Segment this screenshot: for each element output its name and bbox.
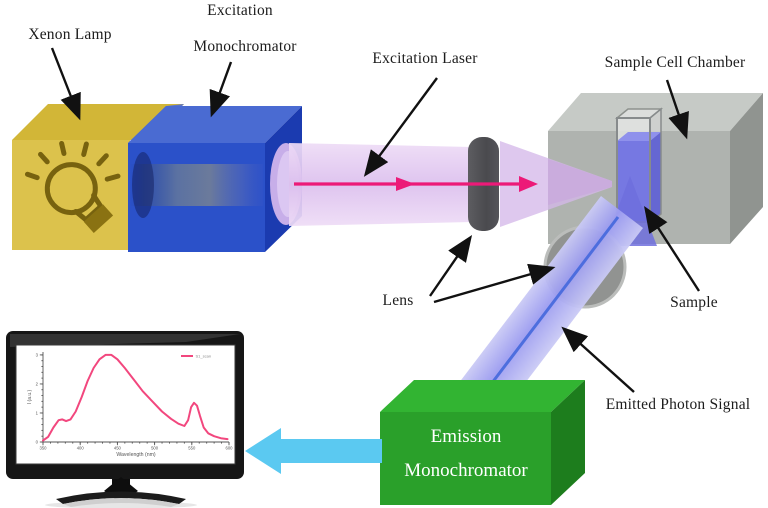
excitation-laser-label: Excitation Laser	[372, 50, 478, 67]
x-tick-label: 350	[40, 446, 48, 451]
x-tick-label: 400	[77, 446, 85, 451]
converging-beam-tip	[548, 159, 612, 205]
y-tick-label: 0	[36, 440, 39, 445]
chart-xlabel: Wavelength (nm)	[116, 452, 156, 458]
annotation-arrows	[50, 47, 701, 393]
lightbulb-icon	[24, 140, 121, 233]
excitation-laser-arrow	[363, 77, 438, 177]
xenon-lamp-box	[12, 104, 184, 250]
y-tick-label: 3	[36, 352, 39, 357]
signal-arrow	[245, 428, 382, 474]
excitation-label: Excitation	[207, 2, 273, 19]
sample-cell-chamber-arrow	[665, 79, 689, 140]
x-tick-label: 450	[114, 446, 122, 451]
y-tick-label: 2	[36, 381, 39, 386]
sample-arrow	[644, 205, 701, 292]
monitor-screen	[15, 344, 236, 465]
emission-monochromator-box	[380, 380, 585, 505]
sample-label: Sample	[670, 294, 718, 311]
lens-arrow-2	[433, 263, 556, 304]
laser-arrow	[294, 176, 538, 192]
excitation-monochromator-box	[128, 104, 302, 252]
legend-label: S1_scan	[196, 354, 212, 359]
lens-arrow-1	[429, 235, 473, 297]
emission-label-line1: Emission	[430, 426, 502, 447]
excitation-monochromator-label: Monochromator	[193, 38, 297, 55]
sample-cell-chamber-label: Sample Cell Chamber	[604, 54, 746, 71]
emitted-photon-beam	[452, 196, 643, 424]
lens-label: Lens	[382, 292, 414, 309]
x-tick-label: 600	[226, 446, 234, 451]
chart-ylabel: I (a.u.)	[27, 389, 33, 404]
x-tick-label: 500	[151, 446, 159, 451]
emitted-photon-signal-arrow	[561, 326, 635, 393]
emission-label-line2: Monochromator	[404, 460, 528, 481]
y-tick-label: 1	[36, 410, 39, 415]
spectrum-curve	[42, 353, 229, 442]
emitted-photon-signal-label: Emitted Photon Signal	[605, 396, 751, 413]
excitation-monochromator-arrow	[209, 61, 233, 118]
xenon-lamp-label: Xenon Lamp	[28, 26, 112, 43]
xenon-lamp-arrow	[50, 47, 81, 121]
x-tick-label: 550	[188, 446, 196, 451]
